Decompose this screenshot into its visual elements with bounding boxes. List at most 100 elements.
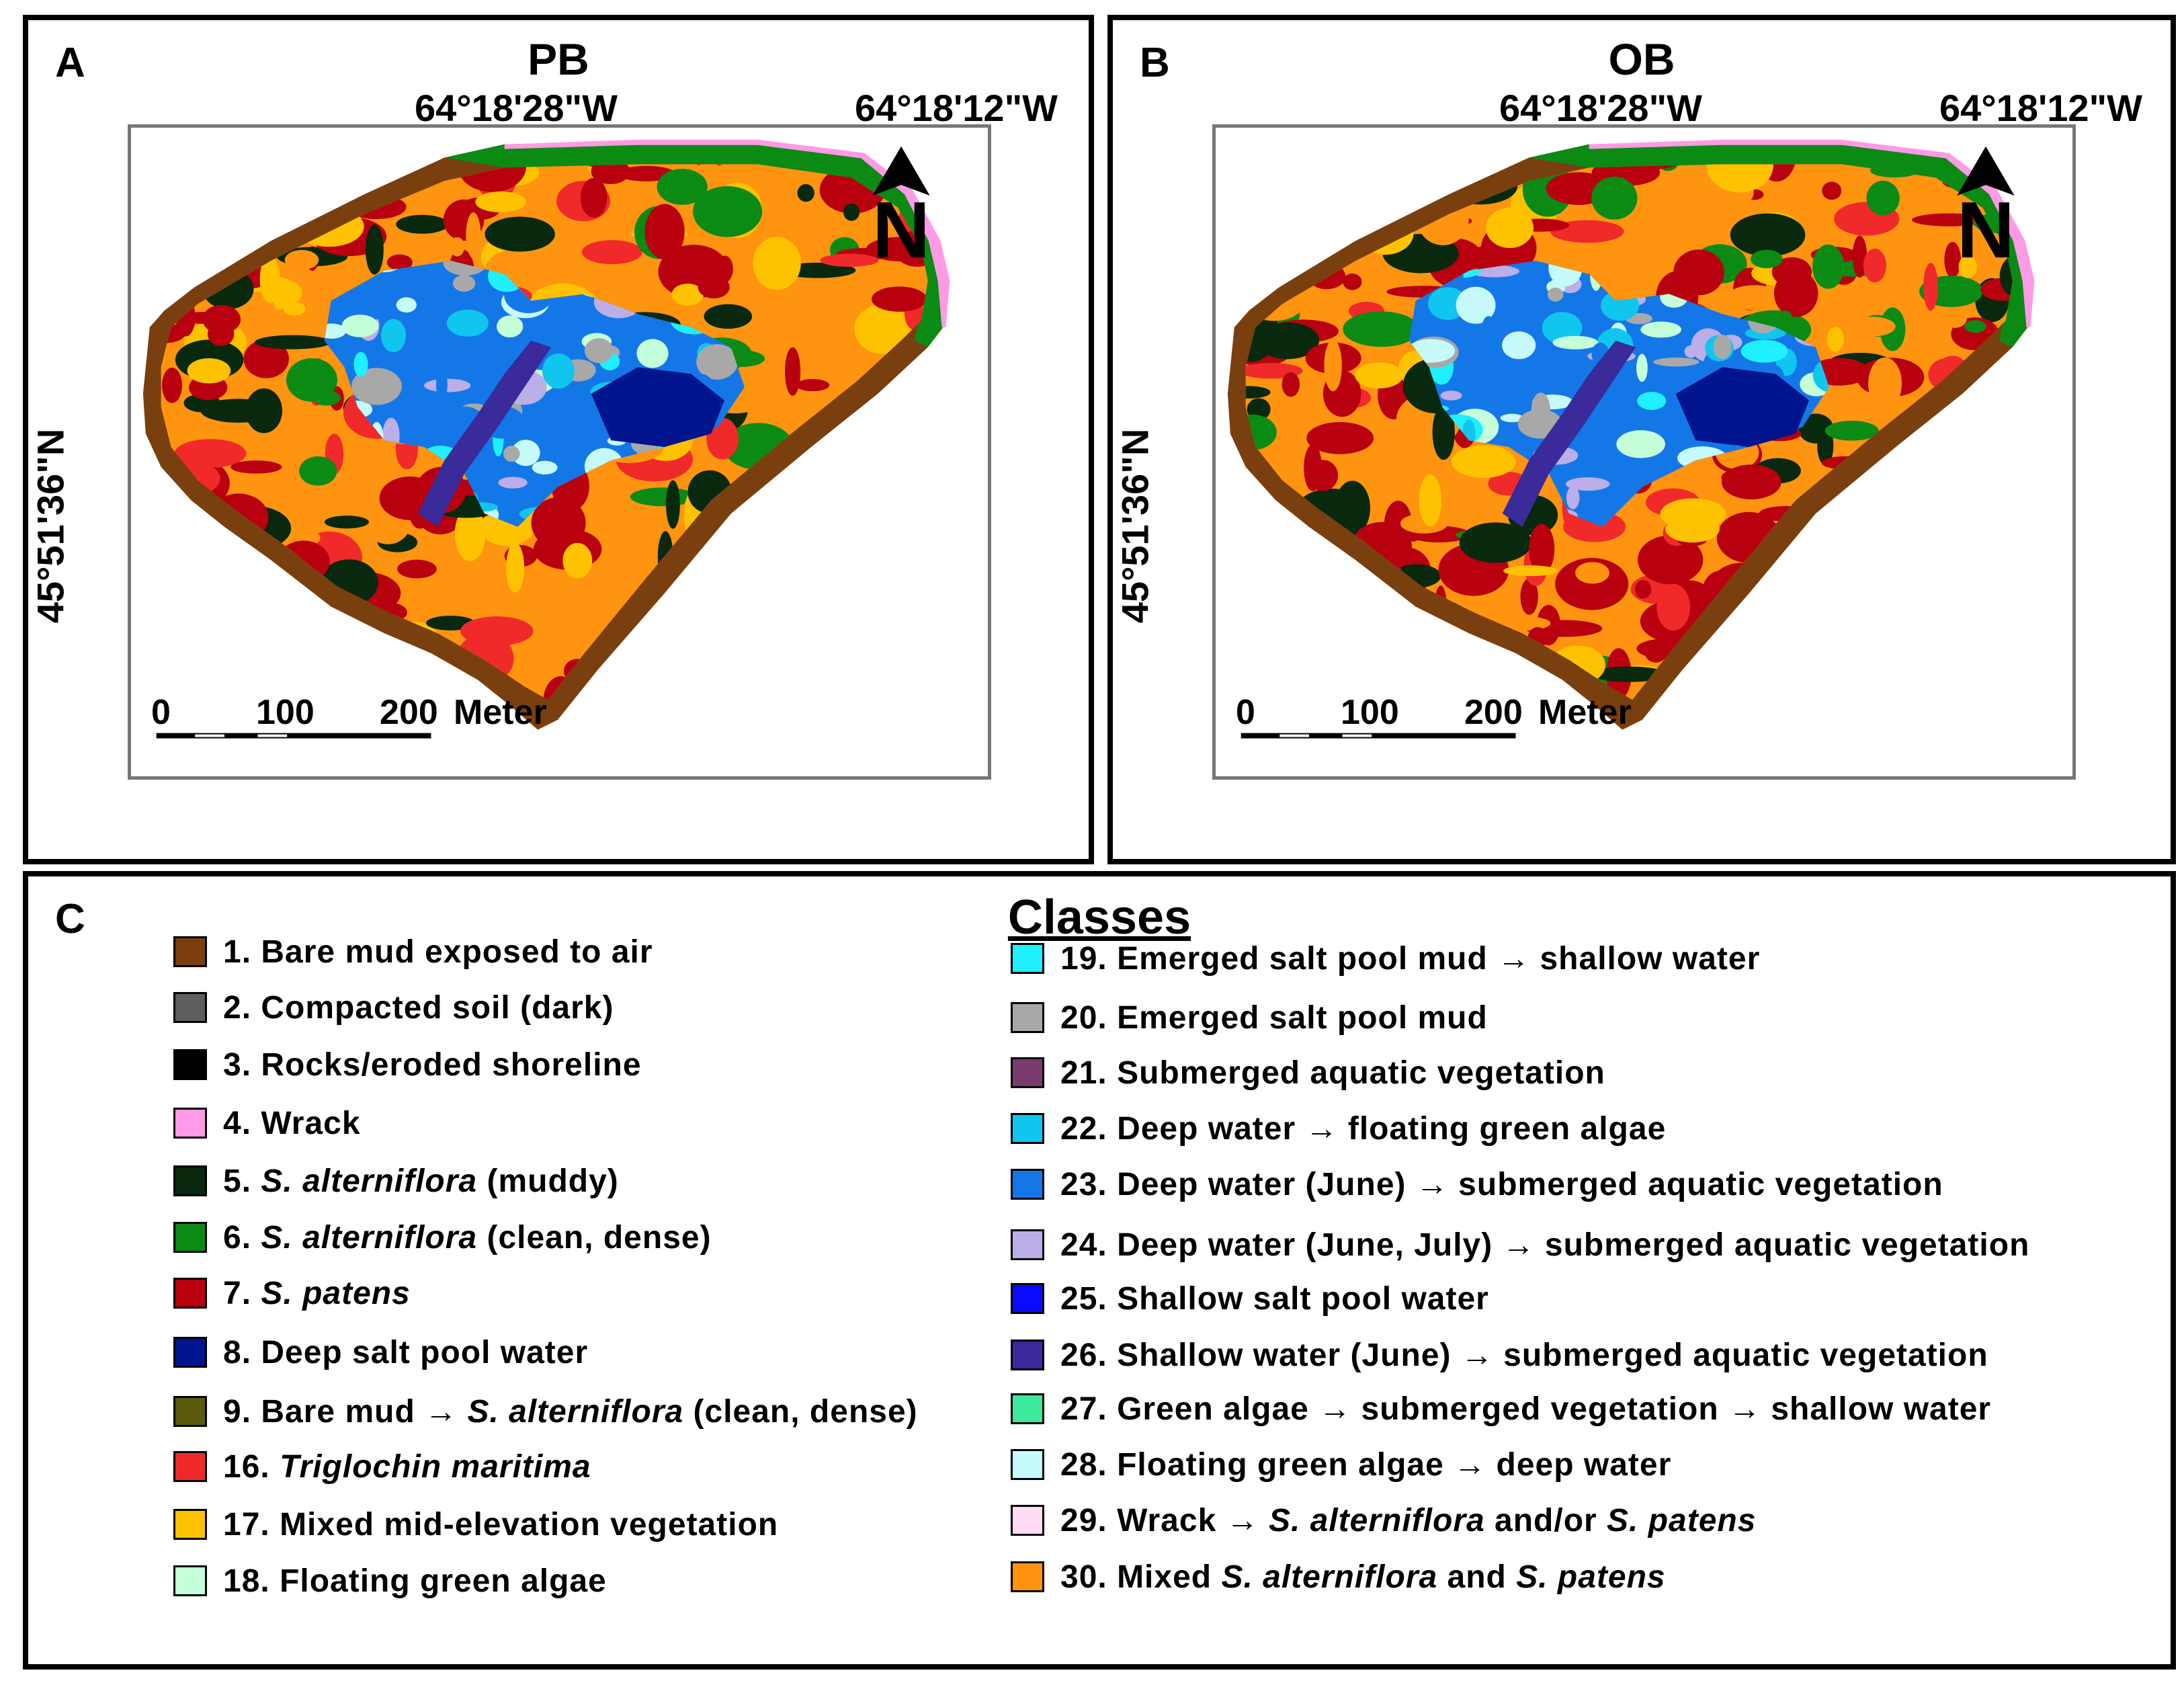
legend-item: 30. Mixed S. alterniflora and S. patens (1011, 1557, 1666, 1597)
legend-item: 22. Deep water → floating green algae (1011, 1108, 1666, 1149)
legend-swatch (173, 1451, 207, 1482)
legend-label: 27. Green algae → submerged vegetation →… (1060, 1391, 1992, 1427)
longitude-label-right: 64°18'12"W (855, 87, 1058, 129)
legend-label: 9. Bare mud → S. alterniflora (clean, de… (223, 1393, 918, 1430)
legend-swatch (1011, 1057, 1044, 1088)
legend-item: 23. Deep water (June) → submerged aquati… (1011, 1164, 1943, 1204)
scale-label-100: 100 (256, 693, 314, 732)
latitude-label: 45°51'36"N (29, 428, 72, 624)
classification-map: N 0 100 200 Meter (1212, 124, 2076, 780)
legend-swatch (1011, 1229, 1044, 1260)
legend-label: 18. Floating green algae (223, 1563, 607, 1599)
legend-item: 6. S. alterniflora (clean, dense) (173, 1217, 712, 1258)
map-panel-a: A PB 64°18'28"W 64°18'12"W 45°51'36"N N … (23, 15, 1094, 864)
legend-swatch (173, 1337, 207, 1368)
legend-label: 16. Triglochin maritima (223, 1448, 591, 1485)
map-panel-b: B OB 64°18'28"W 64°18'12"W 45°51'36"N N … (1107, 15, 2176, 864)
legend-swatch (173, 936, 207, 967)
legend-swatch (173, 1222, 207, 1253)
north-arrow-icon: N (1957, 146, 2015, 275)
legend-item: 17. Mixed mid-elevation vegetation (173, 1504, 778, 1545)
legend-swatch (1011, 1340, 1044, 1370)
legend-item: 19. Emerged salt pool mud → shallow wate… (1011, 938, 1760, 979)
classification-map: N 0 100 200 Meter (128, 124, 991, 780)
legend-label: 3. Rocks/eroded shoreline (223, 1046, 642, 1083)
legend-label: 1. Bare mud exposed to air (223, 934, 653, 970)
scale-unit: Meter (454, 693, 547, 732)
legend-item: 18. Floating green algae (173, 1561, 607, 1601)
legend-item: 5. S. alterniflora (muddy) (173, 1161, 619, 1201)
legend-label: 23. Deep water (June) → submerged aquati… (1060, 1166, 1943, 1202)
marsh-map-graphic: N (1227, 139, 2035, 739)
legend-label: 25. Shallow salt pool water (1060, 1280, 1489, 1317)
legend-swatch (1011, 1169, 1044, 1200)
marsh-dense-alterniflora (444, 140, 948, 347)
legend-swatch (1011, 1113, 1044, 1144)
legend-item: 1. Bare mud exposed to air (173, 932, 653, 972)
scale-unit: Meter (1538, 693, 1632, 732)
legend-label: 5. S. alterniflora (muddy) (223, 1163, 619, 1199)
salt-pool (1409, 260, 1829, 527)
legend-item: 20. Emerged salt pool mud (1011, 997, 1488, 1038)
legend-label: 6. S. alterniflora (clean, dense) (223, 1219, 712, 1256)
scale-bar (156, 733, 431, 739)
legend-label: 22. Deep water → floating green algae (1060, 1110, 1667, 1147)
legend-label: 28. Floating green algae → deep water (1060, 1446, 1672, 1483)
scale-bar (1241, 733, 1516, 739)
legend-item: 21. Submerged aquatic vegetation (1011, 1053, 1605, 1093)
panel-letter: C (55, 896, 85, 942)
legend-item: 26. Shallow water (June) → submerged aqu… (1011, 1335, 1988, 1375)
north-arrow-icon: N (872, 146, 930, 275)
scale-label-200: 200 (1464, 693, 1523, 732)
legend-label: 4. Wrack (223, 1105, 361, 1141)
legend-swatch (173, 1278, 207, 1309)
legend-label: 20. Emerged salt pool mud (1060, 999, 1488, 1036)
scale-label-0: 0 (151, 693, 171, 732)
north-label: N (872, 186, 930, 275)
panel-letter: A (55, 40, 85, 86)
legend-swatch (173, 1565, 207, 1596)
legend-swatch (173, 1165, 207, 1196)
panel-title: OB (1608, 34, 1675, 84)
legend-item: 27. Green algae → submerged vegetation →… (1011, 1389, 1991, 1429)
scale-label-100: 100 (1341, 693, 1399, 732)
north-label: N (1957, 186, 2015, 275)
deep-pool (1675, 367, 1810, 448)
pool-channel (1502, 340, 1636, 527)
legend-label: 26. Shallow water (June) → submerged aqu… (1060, 1337, 1988, 1373)
legend-swatch (1011, 1283, 1044, 1314)
legend-swatch (173, 992, 207, 1023)
legend-item: 25. Shallow salt pool water (1011, 1278, 1489, 1319)
panel-letter: B (1140, 40, 1170, 86)
legend-label: 30. Mixed S. alterniflora and S. patens (1060, 1559, 1666, 1595)
legend-label: 8. Deep salt pool water (223, 1334, 589, 1370)
legend-swatch (1011, 943, 1044, 974)
legend-item: 4. Wrack (173, 1103, 361, 1143)
latitude-label: 45°51'36"N (1114, 428, 1157, 624)
legend-swatch (173, 1108, 207, 1139)
scale-label-0: 0 (1236, 693, 1255, 732)
marsh-map-graphic: N (142, 139, 950, 739)
legend-swatch (173, 1509, 207, 1540)
legend-item: 8. Deep salt pool water (173, 1332, 588, 1372)
legend-label: 7. S. patens (223, 1275, 411, 1311)
legend-label: 24. Deep water (June, July) → submerged … (1060, 1227, 2030, 1263)
legend-label: 19. Emerged salt pool mud → shallow wate… (1060, 940, 1761, 977)
longitude-label-right: 64°18'12"W (1939, 87, 2142, 129)
scale-label-200: 200 (380, 693, 438, 732)
marsh-dense-alterniflora (1529, 140, 2033, 347)
panel-title: PB (528, 34, 589, 84)
legend-item: 16. Triglochin maritima (173, 1446, 591, 1487)
pool-channel (417, 340, 552, 527)
legend-swatch (173, 1396, 207, 1427)
legend-swatch (173, 1049, 207, 1080)
longitude-label-left: 64°18'28"W (1499, 87, 1702, 129)
legend-item: 3. Rocks/eroded shoreline (173, 1044, 642, 1085)
legend-label: 21. Submerged aquatic vegetation (1060, 1055, 1605, 1091)
legend-swatch (1011, 1393, 1044, 1424)
legend-item: 9. Bare mud → S. alterniflora (clean, de… (173, 1391, 918, 1432)
legend-swatch (1011, 1561, 1044, 1592)
legend-item: 29. Wrack → S. alterniflora and/or S. pa… (1011, 1500, 1756, 1540)
legend-item: 2. Compacted soil (dark) (173, 987, 614, 1028)
